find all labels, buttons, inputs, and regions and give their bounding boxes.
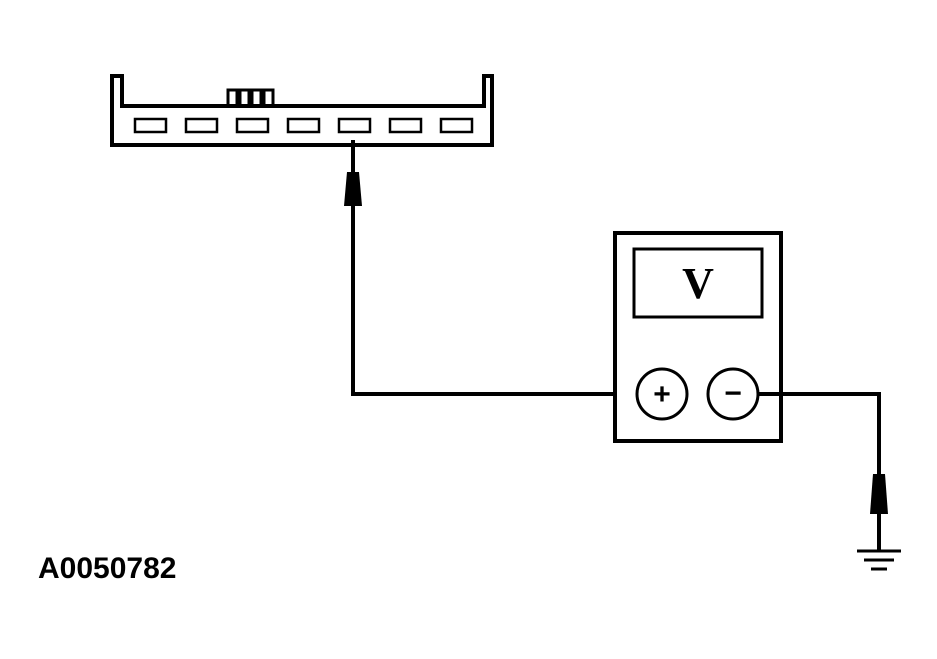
positive-test-lead bbox=[344, 140, 638, 396]
connector-pin-3 bbox=[235, 117, 270, 134]
negative-test-lead bbox=[758, 392, 888, 550]
negative-probe-tip bbox=[870, 474, 888, 514]
voltmeter: V + − bbox=[613, 231, 783, 443]
connector-lock-tab bbox=[226, 88, 275, 106]
ground-icon bbox=[857, 549, 901, 571]
positive-probe-tip bbox=[344, 172, 362, 206]
connector-pin-5 bbox=[337, 117, 372, 134]
connector-pin-7 bbox=[439, 117, 474, 134]
voltmeter-display-symbol: V bbox=[682, 259, 714, 308]
positive-terminal bbox=[635, 367, 689, 421]
voltmeter-display bbox=[632, 247, 764, 319]
connector-pin-6 bbox=[388, 117, 423, 134]
connector bbox=[110, 74, 494, 147]
connector-housing bbox=[110, 74, 494, 147]
positive-terminal-symbol: + bbox=[653, 378, 671, 411]
connector-pin-4 bbox=[286, 117, 321, 134]
figure-id: A0050782 bbox=[38, 552, 177, 585]
negative-terminal-symbol: − bbox=[724, 377, 742, 410]
connector-pin-2 bbox=[184, 117, 219, 134]
connector-pin-1 bbox=[133, 117, 168, 134]
